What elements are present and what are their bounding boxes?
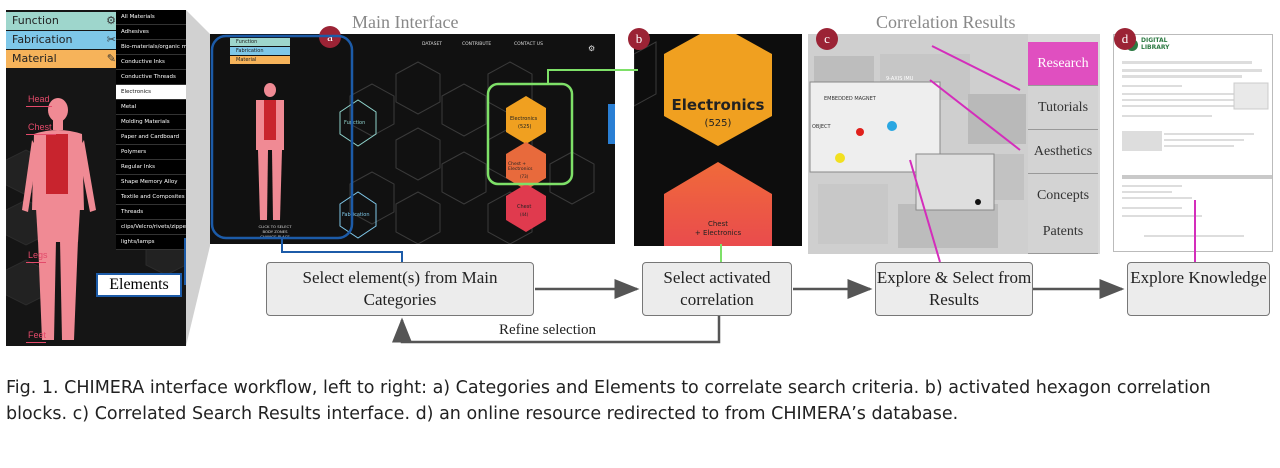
hex-grid: [339, 61, 615, 244]
step-explore-results: Explore & Select from Results: [875, 262, 1033, 316]
category-function[interactable]: Function ⚙: [6, 12, 120, 30]
nav-contribute[interactable]: CONTRIBUTE: [462, 42, 492, 47]
tab-research[interactable]: Research: [1028, 42, 1098, 86]
click-hint: CLICK TO SELECT BODY ZONES CHANGE PLACE: [258, 224, 292, 239]
material-item[interactable]: Shape Memory Alloy: [116, 175, 186, 190]
material-item[interactable]: lights/lamps: [116, 235, 186, 250]
scissors-icon: ✂: [106, 33, 116, 46]
material-item[interactable]: Polymers: [116, 145, 186, 160]
material-item[interactable]: Molding Materials: [116, 115, 186, 130]
category-fabrication[interactable]: Fabrication ✂: [6, 31, 120, 49]
refine-selection-label: Refine selection: [499, 322, 597, 338]
tab-aesthetics[interactable]: Aesthetics: [1028, 130, 1098, 174]
material-item[interactable]: Conductive Threads: [116, 70, 186, 85]
photo-label-magnet: EMBEDDED MAGNET: [824, 96, 876, 102]
hex-top-count: (525): [704, 118, 732, 129]
nav-dataset[interactable]: DATASET: [422, 42, 443, 47]
tab-tutorials[interactable]: Tutorials: [1028, 86, 1098, 130]
hex-electronics-count: (525): [518, 124, 532, 130]
hex-top-label[interactable]: Electronics: [671, 96, 765, 114]
body-label-head[interactable]: Head: [28, 94, 50, 104]
body-label-feet[interactable]: Feet: [28, 330, 47, 340]
hex-mid-count: (73): [520, 174, 529, 179]
step-select-correlation: Select activated correlation: [642, 262, 792, 316]
activated-hex-graphic: [634, 34, 772, 246]
elements-zoom-panel: Function ⚙ Fabrication ✂ Material ✎ All …: [6, 10, 186, 346]
step-select-elements: Select element(s) from Main Categories: [266, 262, 534, 316]
material-item[interactable]: Threads: [116, 205, 186, 220]
pencil-icon: ✎: [106, 52, 116, 65]
hex-function-label[interactable]: Function: [344, 120, 366, 126]
category-label: Function: [12, 14, 59, 27]
hex-chest-count: (44): [520, 212, 529, 217]
library-page-graphic: [1122, 39, 1272, 237]
hex-bottom-label[interactable]: Chest + Electronics: [694, 220, 742, 237]
material-item[interactable]: Textile and Composites: [116, 190, 186, 205]
hex-mid-label[interactable]: Chest + Electronics: [508, 162, 533, 172]
tab-patents[interactable]: Patents: [1028, 210, 1098, 254]
photo-label-object: OBJECT: [812, 124, 831, 130]
badge-d: d: [1114, 28, 1136, 50]
mini-category-fabrication[interactable]: Fabrication: [230, 47, 290, 55]
digital-library-logo-text: DIGITAL LIBRARY: [1141, 37, 1170, 51]
category-material[interactable]: Material ✎: [6, 50, 120, 68]
legs-line: [26, 262, 46, 263]
hex-fabrication-label[interactable]: Fabrication: [342, 212, 370, 218]
badge-b: b: [628, 28, 650, 50]
mini-category-function[interactable]: Function: [230, 38, 290, 46]
mini-body-figure[interactable]: [230, 70, 310, 240]
zoom-connector: [186, 10, 210, 346]
hex-electronics-label[interactable]: Electronics: [510, 116, 538, 122]
head-line: [26, 106, 52, 107]
mini-category-material[interactable]: Material: [230, 56, 290, 64]
human-body-figure[interactable]: [6, 10, 186, 346]
photo-label-imu: 9-AXIS IMU: [886, 76, 914, 82]
results-collage: [808, 34, 1028, 254]
elements-callout: Elements: [96, 273, 182, 297]
chest-line: [26, 134, 56, 135]
material-item[interactable]: Paper and Cardboard: [116, 130, 186, 145]
correlation-results-title: Correlation Results: [876, 12, 1016, 32]
material-item[interactable]: All Materials: [116, 10, 186, 25]
step-explore-knowledge: Explore Knowledge: [1127, 262, 1270, 316]
material-item[interactable]: Regular Inks: [116, 160, 186, 175]
category-label: Material: [12, 52, 57, 65]
body-label-legs[interactable]: Legs: [28, 250, 48, 260]
body-label-chest[interactable]: Chest: [28, 122, 52, 132]
badge-c: c: [816, 28, 838, 50]
main-interface-screen: Function Fabrication Material DATASET CO…: [210, 34, 615, 244]
main-interface-title: Main Interface: [352, 12, 459, 32]
material-item[interactable]: Metal: [116, 100, 186, 115]
material-item[interactable]: Bio-materials/organic materials: [116, 40, 186, 55]
hex-chest-label[interactable]: Chest: [517, 204, 532, 210]
material-item[interactable]: clips/Velcro/rivets/zippers: [116, 220, 186, 235]
feet-line: [26, 342, 46, 343]
correlation-results-screen: EMBEDDED MAGNET 9-AXIS IMU OBJECT Resear…: [808, 34, 1100, 254]
material-item[interactable]: Adhesives: [116, 25, 186, 40]
category-label: Fabrication: [12, 33, 73, 46]
settings-icon[interactable]: ⚙: [588, 44, 596, 53]
figure-caption: Fig. 1. CHIMERA interface workflow, left…: [6, 378, 1211, 424]
material-item[interactable]: Electronics: [116, 85, 186, 100]
activated-hex-screen: Electronics (525) Chest + Electronics: [634, 34, 802, 246]
nav-contact-us[interactable]: CONTACT US: [514, 42, 543, 47]
digital-library-screen: DIGITAL LIBRARY: [1113, 34, 1273, 252]
gear-icon: ⚙: [106, 14, 116, 27]
material-item[interactable]: Conductive Inks: [116, 55, 186, 70]
